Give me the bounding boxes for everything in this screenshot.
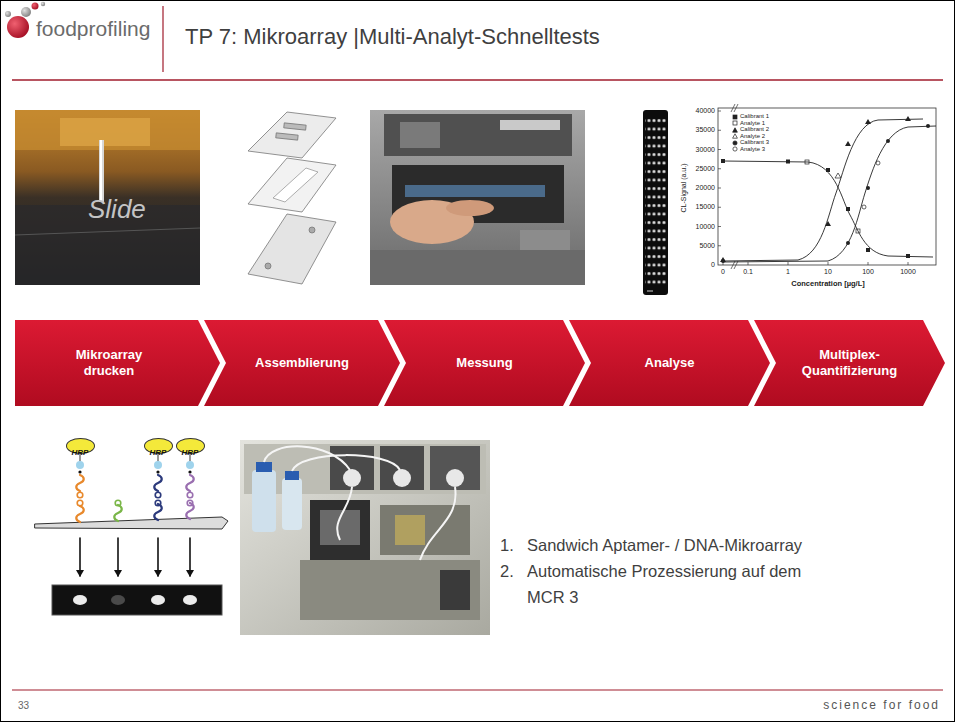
enzyme-label-ellipse: HRP (144, 438, 173, 454)
marker-shape (733, 115, 737, 119)
enzyme-label: HRP (150, 448, 167, 458)
sandwich-assay-scheme (35, 454, 228, 615)
list-number: 1. (500, 532, 514, 558)
chevron-text: Assemblierung (232, 355, 372, 371)
legend-marker (732, 140, 738, 146)
header-rule (12, 79, 943, 81)
enzyme-label-ellipse: HRP (176, 438, 205, 454)
ellipse-text: HRP (72, 448, 89, 458)
legend-marker (732, 133, 738, 139)
page-number: 33 (18, 700, 29, 712)
chevron-outline (15, 320, 220, 406)
legend-label: Analyte 3 (740, 146, 765, 153)
axis-title: Concentration [µg/L] (758, 279, 898, 288)
legend-label: Calibrant 1 (740, 113, 769, 120)
chevron-text: Multiplex- Quantifizierung (782, 347, 917, 379)
microarray-image (643, 110, 668, 295)
process-chevron: Assemblierung (204, 320, 400, 406)
footer-rule (12, 689, 943, 690)
marker-shape (733, 127, 738, 131)
enzyme-label-ellipse: HRP (66, 438, 95, 454)
process-chevron: Analyse (569, 320, 770, 406)
axis-tick: 1 (773, 268, 803, 276)
legend-marker (732, 146, 738, 152)
footer-tagline: science for food (700, 698, 940, 712)
printer-photo (15, 110, 200, 285)
chevron-label: Multiplex- Quantifizierung (782, 347, 917, 379)
marker-shape (733, 147, 737, 151)
assembly-exploded-view (248, 112, 336, 284)
chevron-label: Assemblierung (232, 355, 372, 371)
enzyme-label: HRP (72, 448, 89, 458)
list-item: Automatische Prozessierung auf dem MCR 3 (527, 558, 827, 610)
axis-tick: 25000 (689, 165, 715, 173)
marker-shape (733, 134, 738, 138)
slide-title: TP 7: Mikroarray |Multi-Analyt-Schnellte… (185, 24, 600, 50)
chevron-label: Analyse (600, 355, 740, 371)
chevron-text: Messung (415, 355, 555, 371)
marker-shape (733, 140, 737, 144)
axis-tick: 5000 (689, 242, 715, 250)
list-item: Sandwich Aptamer- / DNA-Mikroarray (527, 532, 827, 558)
legend-label: Calibrant 2 (740, 126, 769, 133)
marker-shape (733, 121, 737, 125)
axis-tick: 0.1 (733, 268, 763, 276)
process-chevron: Messung (384, 320, 585, 406)
chevron-label: Messung (415, 355, 555, 371)
legend-marker (732, 120, 738, 126)
ellipse-text: HRP (182, 448, 199, 458)
reader-photo (370, 110, 585, 285)
axis-tick: 1000 (893, 268, 923, 276)
axis-tick: 40000 (689, 107, 715, 115)
list-number: 2. (500, 558, 514, 584)
ellipse-text: HRP (150, 448, 167, 458)
axis-tick: 35000 (689, 126, 715, 134)
axis-tick: 15000 (689, 203, 715, 211)
mcr3-photo (240, 440, 490, 635)
chevron-outline (569, 320, 770, 406)
chevron-outline (384, 320, 585, 406)
legend-marker (732, 127, 738, 133)
enzyme-label: HRP (182, 448, 199, 458)
chevron-text: Mikroarray drucken (54, 347, 164, 379)
legend-label: Analyte 2 (740, 133, 765, 140)
legend-label: Calibrant 3 (740, 139, 769, 146)
chevron-label: Mikroarray drucken (54, 347, 164, 379)
axis-tick: 0 (689, 261, 715, 269)
process-chevron: Multiplex- Quantifizierung (754, 320, 945, 406)
photo-text: Slide (88, 194, 146, 224)
chevron-outline (204, 320, 400, 406)
axis-tick: 100 (853, 268, 883, 276)
process-chevron: Mikroarray drucken (15, 320, 220, 406)
chevron-outline (754, 320, 945, 406)
logo-wordmark: foodprofiling (36, 16, 150, 41)
axis-tick: 10000 (689, 223, 715, 231)
calibration-chart (718, 104, 936, 269)
header-separator (162, 6, 163, 72)
axis-tick: 20000 (689, 184, 715, 192)
legend-label: Analyte 1 (740, 120, 765, 127)
axis-tick: 10 (813, 268, 843, 276)
legend-marker (732, 114, 738, 120)
chevron-text: Analyse (600, 355, 740, 371)
axis-tick: 30000 (689, 146, 715, 154)
axis-title: CL-Signal (a.u.) (680, 148, 688, 228)
axis-tick: 0 (708, 268, 738, 276)
